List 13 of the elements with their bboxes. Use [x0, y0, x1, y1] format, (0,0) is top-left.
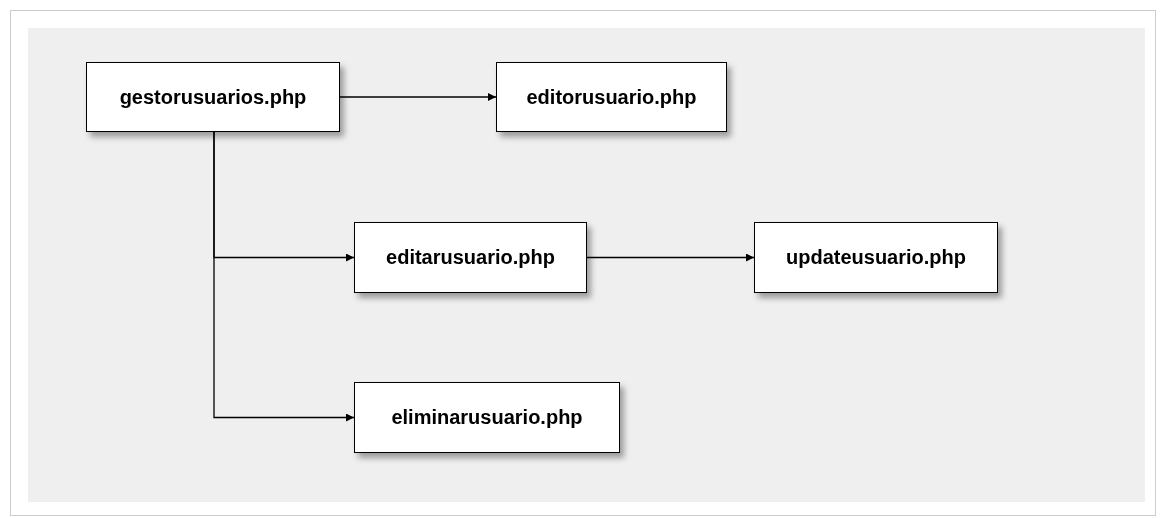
file-name: eliminarusuario.php [391, 406, 583, 429]
arrow [213, 131, 355, 422]
file-box [354, 222, 587, 293]
arrow [339, 93, 497, 101]
arrow [586, 253, 755, 262]
file-box [754, 222, 998, 293]
file-name: editorusuario.php [526, 85, 697, 109]
file-name: updateusuario.php [786, 246, 966, 269]
file-name: editarusuario.php [386, 246, 555, 269]
file-box [354, 382, 620, 453]
file-box [86, 62, 340, 132]
file-box [496, 62, 727, 132]
file-name: gestorusuarios.php [119, 85, 307, 109]
